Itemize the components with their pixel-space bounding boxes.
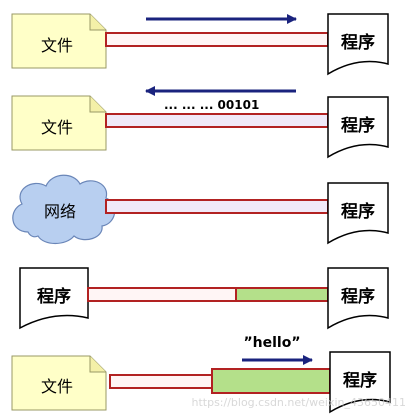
network-label: 网络 [44,202,76,221]
program-label: 程序 [37,286,71,307]
program-document-icon: 程序 [329,351,391,414]
program-document-icon: 程序 [327,96,389,159]
pipe-data-block [211,368,331,394]
program-label: 程序 [341,201,375,222]
row-1: 文件 程序 [11,13,389,76]
program-document-icon: 程序 [327,267,389,330]
program-document-icon: 程序 [327,182,389,245]
program-document-icon: 程序 [327,13,389,76]
program-label: 程序 [341,115,375,136]
cloud-icon: 网络 [12,174,116,245]
row-5: 文件 ”hello” 程序 [11,335,391,414]
row-3: 网络 程序 [12,174,389,245]
file-icon: 文件 [11,95,107,151]
file-icon: 文件 [11,355,107,411]
watermark: https://blog.csdn.net/weixin_43650411 [191,396,406,409]
pipe [105,113,329,128]
row-4: 程序 程序 [19,267,389,330]
pipe [105,32,329,47]
pipe-left-segment [87,287,237,302]
binary-data-label: ... ... ... 00101 [164,98,259,112]
pipe [105,199,329,214]
file-label: 文件 [41,118,73,137]
file-label: 文件 [41,36,73,55]
pipe-right-segment [235,287,329,302]
hello-data-label: ”hello” [243,335,300,351]
program-label: 程序 [341,32,375,53]
program-label: 程序 [341,286,375,307]
pipe-left-segment [109,374,213,389]
program-document-icon: 程序 [19,267,89,330]
file-label: 文件 [41,377,73,396]
row-2: 文件 ... ... ... 00101 程序 [11,86,389,159]
program-label: 程序 [343,370,377,391]
file-icon: 文件 [11,13,107,69]
